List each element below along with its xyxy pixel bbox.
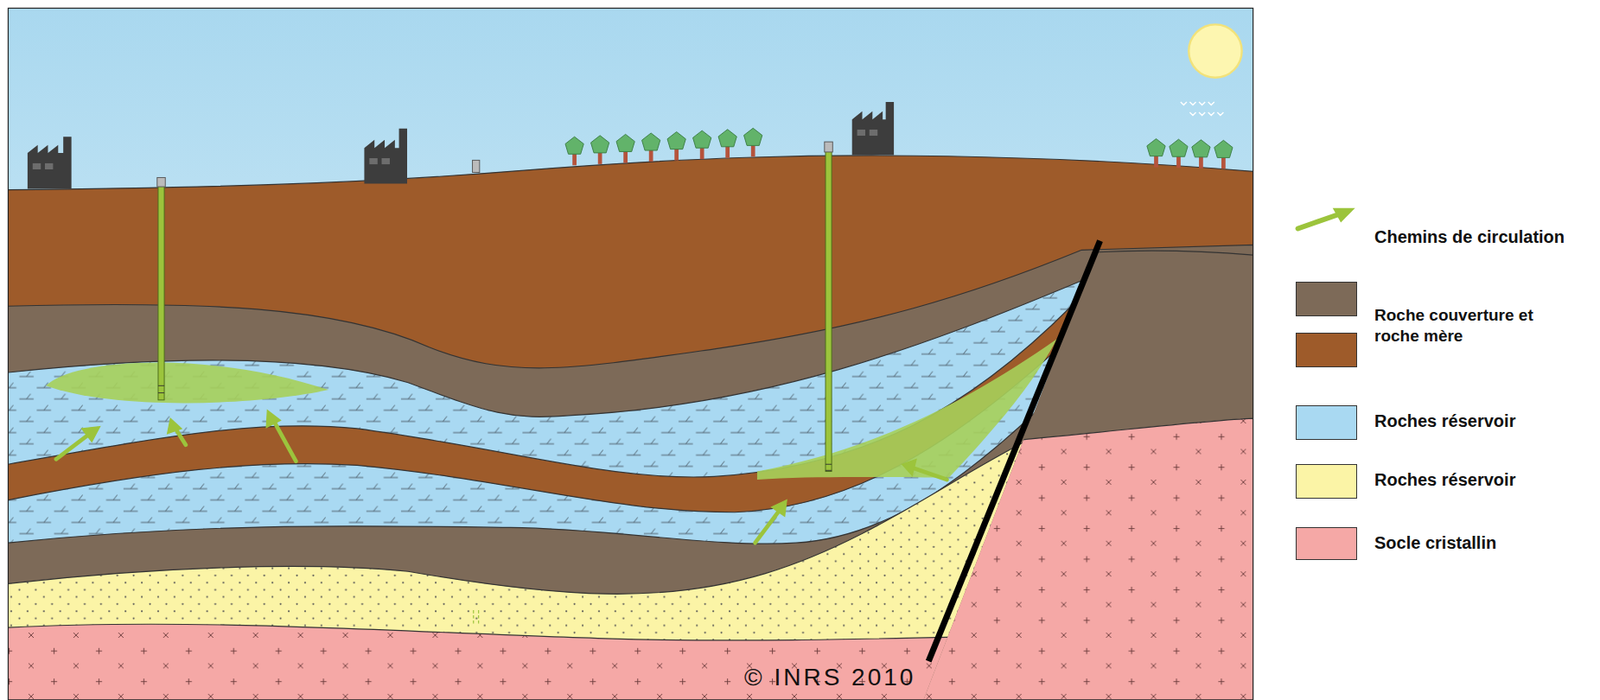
tree-crown — [642, 133, 661, 151]
legend-text: Roche couverture et roche mère — [1374, 305, 1548, 347]
legend-swatch — [1295, 464, 1358, 499]
legend-swatch — [1295, 527, 1358, 561]
legend-swatch — [1295, 281, 1358, 317]
tree-crown — [744, 127, 763, 146]
legend-text: Roches réservoir — [1374, 410, 1591, 432]
watermark: © INRS 2010 — [744, 663, 916, 692]
legend-swatch — [1295, 332, 1358, 368]
tree-crown — [1147, 139, 1166, 157]
tree-crown — [591, 135, 610, 153]
tree-crown — [616, 133, 635, 152]
tree-crown — [1214, 140, 1233, 158]
tree-crown — [718, 129, 737, 147]
legend-text: Chemins de circulation — [1374, 226, 1595, 248]
tree-crown — [1192, 140, 1211, 158]
legend-text: Socle cristallin — [1374, 532, 1591, 554]
tree-crown — [1169, 139, 1188, 157]
tree-crown — [565, 136, 584, 154]
legend-text: Roches réservoir — [1374, 469, 1591, 491]
tree-crown — [693, 130, 712, 148]
tree-crown — [667, 132, 686, 150]
legend-swatch — [1295, 405, 1358, 440]
